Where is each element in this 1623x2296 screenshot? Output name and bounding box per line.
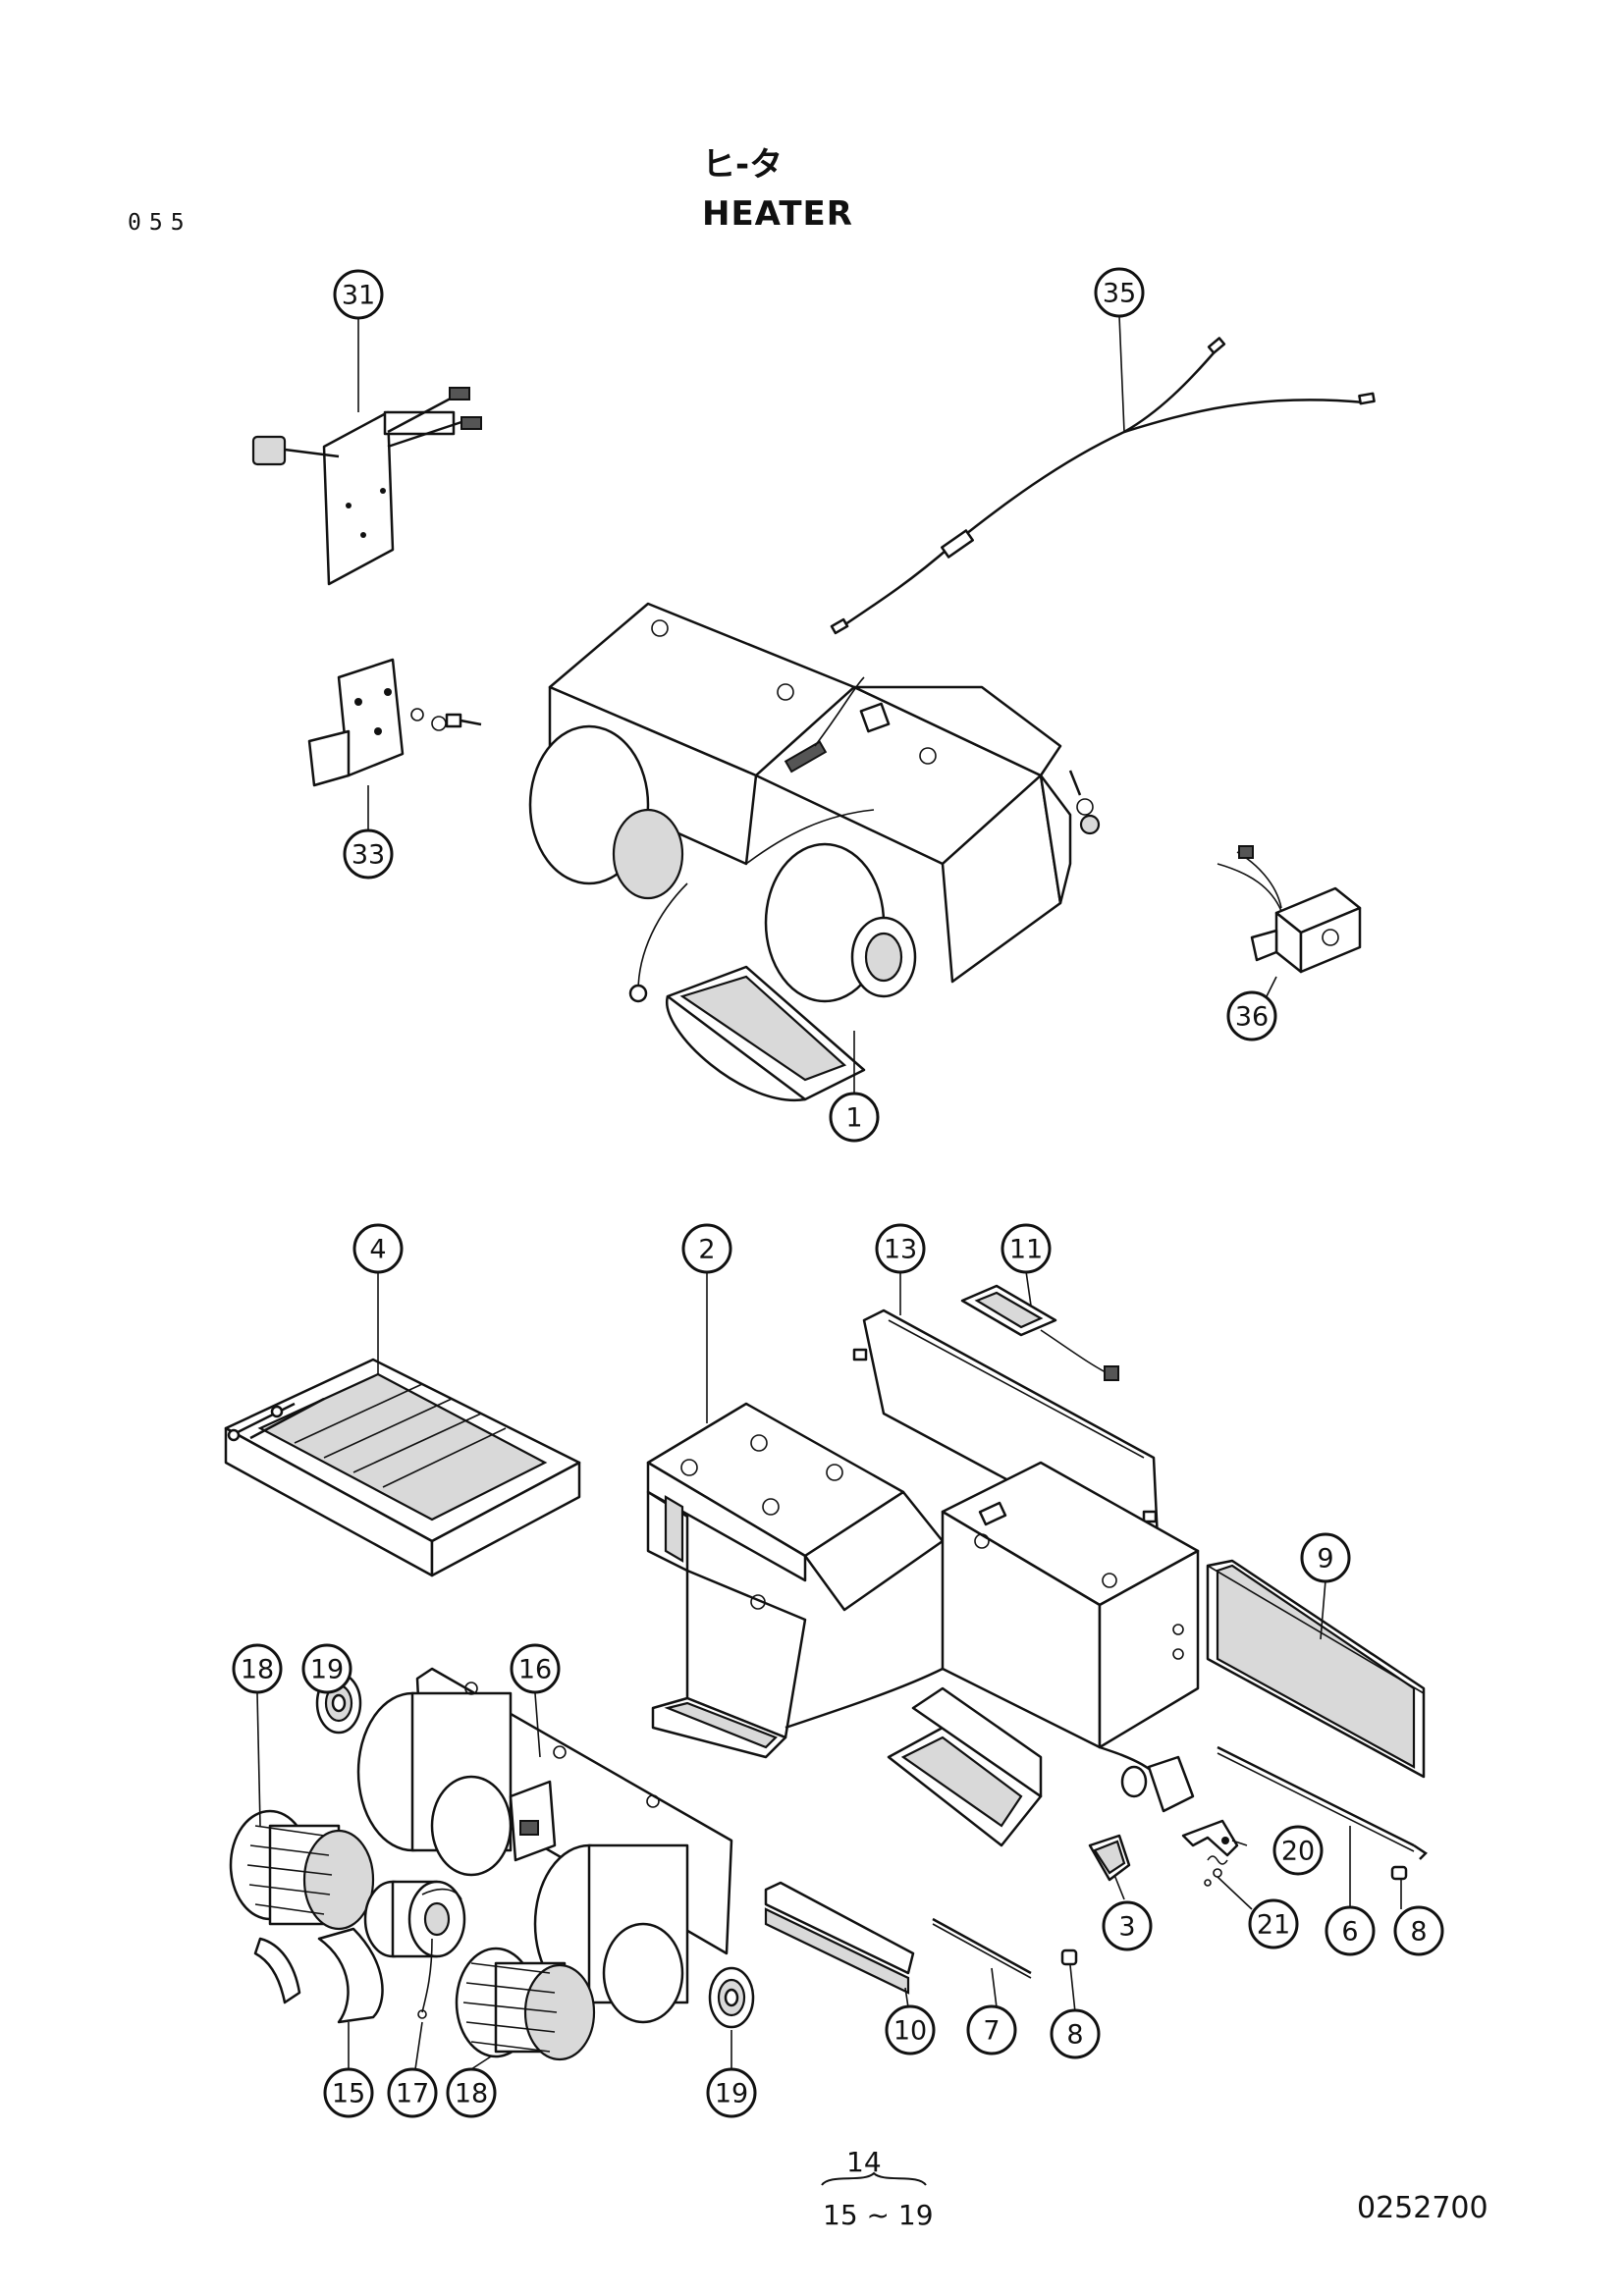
page-code: 055 <box>128 210 192 236</box>
callout-18a: 18 <box>232 1643 283 1694</box>
part-18a-fan-wheel <box>229 1809 375 1931</box>
callout-9: 9 <box>1300 1532 1351 1583</box>
footer-ref-top: 14 <box>846 2146 882 2178</box>
part-case-right-half <box>887 1461 1200 1847</box>
callout-19b: 19 <box>706 2067 757 2118</box>
svg-text:10: 10 <box>893 2016 927 2047</box>
callout-20: 20 <box>1272 1825 1324 1876</box>
part-4-heater-core <box>224 1358 581 1577</box>
callout-17: 17 <box>387 2067 438 2118</box>
part-31-valve-bracket <box>251 387 482 586</box>
svg-text:19: 19 <box>310 1655 344 1685</box>
callout-2: 2 <box>681 1223 732 1274</box>
svg-text:2: 2 <box>698 1235 715 1265</box>
svg-text:35: 35 <box>1103 279 1136 309</box>
svg-text:7: 7 <box>983 2016 1000 2047</box>
footer-ref-range: 15 ~ 19 <box>823 2199 934 2231</box>
svg-text:3: 3 <box>1118 1912 1135 1943</box>
callout-21: 21 <box>1248 1898 1299 1949</box>
part-1-heater-unit <box>528 602 1101 1102</box>
part-17-blower-motor <box>363 1880 466 2019</box>
callout-8b: 8 <box>1050 2008 1101 2059</box>
part-20-lever <box>1181 1819 1239 1857</box>
svg-text:18: 18 <box>455 2079 488 2109</box>
part-9-filter <box>1206 1559 1426 1779</box>
svg-text:31: 31 <box>342 281 375 311</box>
svg-text:18: 18 <box>241 1655 274 1685</box>
svg-text:21: 21 <box>1257 1910 1290 1941</box>
callout-19a: 19 <box>301 1643 352 1694</box>
part-36-resistor <box>1217 845 1362 974</box>
callout-11: 11 <box>1001 1223 1052 1274</box>
callout-16: 16 <box>510 1643 561 1694</box>
part-7-rod <box>932 1917 1032 1979</box>
leader-lines <box>256 315 1402 2070</box>
footer-brace <box>821 2171 927 2186</box>
part-3-door-link <box>1088 1834 1131 1882</box>
part-11-switch <box>960 1284 1119 1381</box>
part-21-spring <box>1204 1855 1228 1887</box>
document-number: 0252700 <box>1357 2191 1488 2225</box>
callout-7: 7 <box>966 2004 1017 2056</box>
callout-1: 1 <box>829 1092 880 1143</box>
svg-text:9: 9 <box>1317 1544 1333 1575</box>
callout-15: 15 <box>323 2067 374 2118</box>
callout-13: 13 <box>875 1223 926 1274</box>
callout-8a: 8 <box>1393 1905 1444 1956</box>
svg-text:6: 6 <box>1341 1917 1358 1948</box>
callout-18b: 18 <box>446 2067 497 2118</box>
part-2-heater-case <box>646 1402 945 1759</box>
title-english: HEATER <box>702 194 853 234</box>
svg-text:16: 16 <box>518 1655 552 1685</box>
callout-10: 10 <box>885 2004 936 2056</box>
svg-text:1: 1 <box>845 1103 862 1134</box>
title-japanese: ヒ-タ <box>702 145 784 185</box>
part-19b-inlet-ring <box>708 1966 755 2029</box>
part-10-door <box>764 1881 915 1995</box>
svg-text:15: 15 <box>332 2079 365 2109</box>
callout-31: 31 <box>333 269 384 320</box>
part-8b-clip <box>1060 1949 1078 1966</box>
svg-text:4: 4 <box>369 1235 386 1265</box>
callout-33: 33 <box>343 828 394 880</box>
svg-text:8: 8 <box>1410 1917 1427 1948</box>
svg-text:36: 36 <box>1235 1002 1269 1033</box>
part-18b-fan-wheel <box>455 1947 596 2061</box>
callout-36: 36 <box>1226 990 1277 1041</box>
svg-text:33: 33 <box>352 840 385 871</box>
part-33-mounting-bracket <box>307 658 482 787</box>
svg-text:19: 19 <box>715 2079 748 2109</box>
svg-text:8: 8 <box>1066 2020 1083 2051</box>
callout-3: 3 <box>1102 1900 1153 1951</box>
svg-text:20: 20 <box>1281 1837 1315 1867</box>
part-35-wire-harness <box>830 337 1376 635</box>
svg-text:11: 11 <box>1009 1235 1043 1265</box>
part-6-rod <box>1217 1745 1428 1860</box>
callout-6: 6 <box>1325 1905 1376 1956</box>
svg-text:17: 17 <box>396 2079 429 2109</box>
svg-text:13: 13 <box>884 1235 917 1265</box>
callout-35: 35 <box>1094 267 1145 318</box>
part-8a-clip <box>1390 1865 1408 1881</box>
callout-4: 4 <box>352 1223 404 1274</box>
part-15-motor-clamp <box>253 1927 384 2024</box>
